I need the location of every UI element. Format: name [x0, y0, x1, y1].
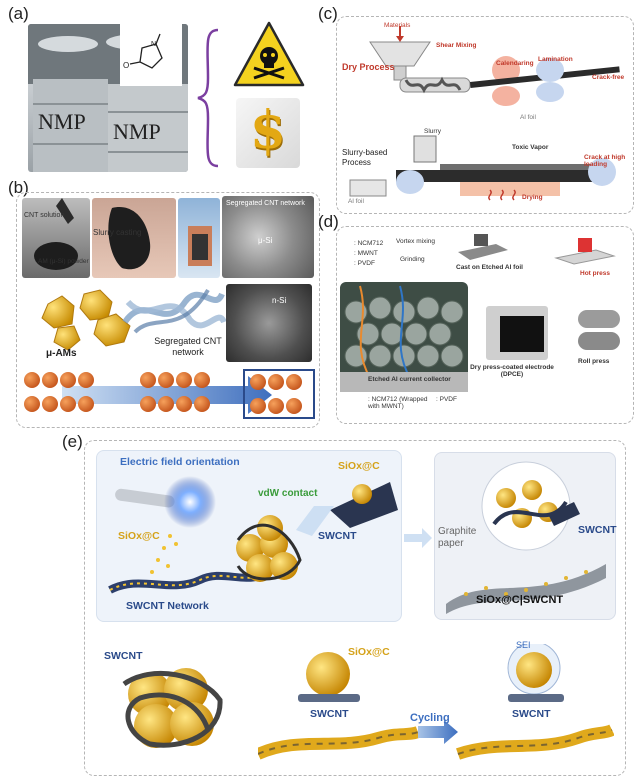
- u-ams-illustration: [41, 289, 131, 351]
- cast-foil-illustration: [458, 234, 508, 260]
- composite-label: SiOx@C|SWCNT: [476, 594, 564, 606]
- panel-label-c: (c): [318, 4, 338, 23]
- svg-text:O: O: [123, 61, 129, 70]
- hot-press-label: Hot press: [580, 270, 610, 277]
- panel-c-frame: [336, 16, 634, 214]
- svg-text:N: N: [151, 41, 156, 48]
- segregated-cnt-label: Segregated CNT network: [154, 336, 222, 357]
- panel-d-frame: [336, 226, 634, 424]
- powder-label: AM (μ-Si) powder: [38, 258, 89, 265]
- swcnt-mid-label: SWCNT: [318, 530, 357, 542]
- dollar-sign-icon: $: [236, 98, 300, 168]
- siox-left-label: SiOx@C: [118, 530, 160, 542]
- roll-press-label: Roll press: [578, 358, 610, 365]
- electric-field-orientation-illustration: [108, 476, 398, 594]
- crack-free-label: Crack-free: [592, 74, 625, 81]
- slurry-process-illustration: [349, 135, 616, 201]
- drum-label-1: NMP: [38, 109, 86, 134]
- sem-nsi-photo: [226, 284, 312, 362]
- efield-label: Electric field orientation: [120, 456, 240, 468]
- slurry-label: Slurry: [424, 128, 441, 135]
- graphite-composite-illustration: [446, 461, 606, 614]
- drying-label: Drying: [522, 194, 543, 201]
- vdw-contact-label: vdW contact: [258, 488, 318, 499]
- swcnt-network-label: SWCNT Network: [126, 600, 209, 612]
- slurry-casting-photo: [92, 198, 176, 278]
- swcnt-bottom-right-label: SWCNT: [512, 708, 551, 720]
- u-si-label: μ-Si: [258, 236, 273, 245]
- legend-pvdf: : PVDF: [354, 260, 375, 267]
- electrode-microstructure-illustration: [340, 282, 468, 392]
- sem-segregated-photo: [222, 196, 314, 278]
- skull-crossbones-warning-icon: [233, 21, 305, 87]
- toxic-vapor-label: Toxic Vapor: [512, 144, 549, 151]
- legend-ncm712: : NCM712: [354, 240, 384, 247]
- grinding-label: Grinding: [400, 256, 425, 263]
- hot-press-illustration: [554, 238, 616, 265]
- etched-al-label: Etched Al current collector: [368, 376, 451, 383]
- calendaring-label: Calendaring: [496, 60, 534, 67]
- dpce-label: Dry press-coated electrode (DPCE): [470, 364, 554, 378]
- cast-label: Cast on Etched Al foil: [456, 264, 523, 271]
- cnt-network-illustration: [122, 288, 226, 334]
- swcnt-bottom-mid-label: SWCNT: [310, 708, 349, 720]
- dry-process-illustration: [369, 26, 620, 106]
- cnt-solution-photo: [22, 198, 90, 278]
- vortex-label: Vortex mixing: [396, 238, 436, 245]
- slurry-casting-label: Slurry casting: [93, 228, 142, 237]
- legend-mwnt: : MWNT: [354, 250, 378, 257]
- curly-brace: [197, 28, 219, 168]
- panel-b-frame: [16, 192, 320, 428]
- dry-process-label: Dry Process: [342, 62, 395, 72]
- panel-e-frame: [84, 440, 626, 776]
- crack-high-label: Crack at high loading: [584, 154, 626, 168]
- swcnt-right-label: SWCNT: [578, 524, 617, 536]
- particle-progression-illustration: [24, 369, 315, 419]
- legend-bottom-pvdf: : PVDF: [436, 396, 457, 403]
- panel-label-a: (a): [8, 4, 29, 23]
- roll-press-illustration: [578, 310, 620, 350]
- shear-mixing-label: Shear Mixing: [436, 42, 477, 49]
- lamination-label: Lamination: [538, 56, 573, 63]
- swcnt-bottom-left-label: SWCNT: [104, 650, 143, 662]
- u-ams-label: μ-AMs: [46, 348, 77, 359]
- drum-label-2: NMP: [113, 119, 161, 144]
- transition-arrow: [404, 528, 432, 548]
- materials-label: Materials: [384, 22, 411, 29]
- electrode-photo: [178, 198, 220, 278]
- slurry-process-label: Slurry-based Process: [342, 148, 388, 167]
- al-foil-top-label: Al foil: [520, 114, 536, 121]
- siox-top-label: SiOx@C: [338, 460, 380, 472]
- bottom-swcnt-cluster-illustration: [122, 668, 223, 748]
- panel-label-e: (e): [62, 432, 83, 451]
- graphite-paper-label: Graphite paper: [438, 526, 477, 549]
- n-si-label: n-Si: [272, 296, 287, 305]
- nmp-drums-photo: NMP NMP O N: [28, 24, 188, 172]
- siox-bottom-label: SiOx@C: [348, 646, 390, 658]
- cycling-label: Cycling: [410, 712, 450, 724]
- dpce-photo: [486, 306, 548, 360]
- legend-bottom-ncm: : NCM712 (Wrapped with MWNT): [368, 396, 428, 410]
- sei-label: SEI: [516, 640, 531, 650]
- nmp-molecule-structure: O N: [120, 24, 182, 86]
- al-foil-bottom-label: Al foil: [348, 198, 364, 205]
- panel-label-d: (d): [318, 212, 339, 231]
- segregated-top-label: Segregated CNT network: [226, 200, 305, 207]
- cycling-illustration: [258, 644, 614, 760]
- cnt-solution-label: CNT solution: [24, 212, 65, 219]
